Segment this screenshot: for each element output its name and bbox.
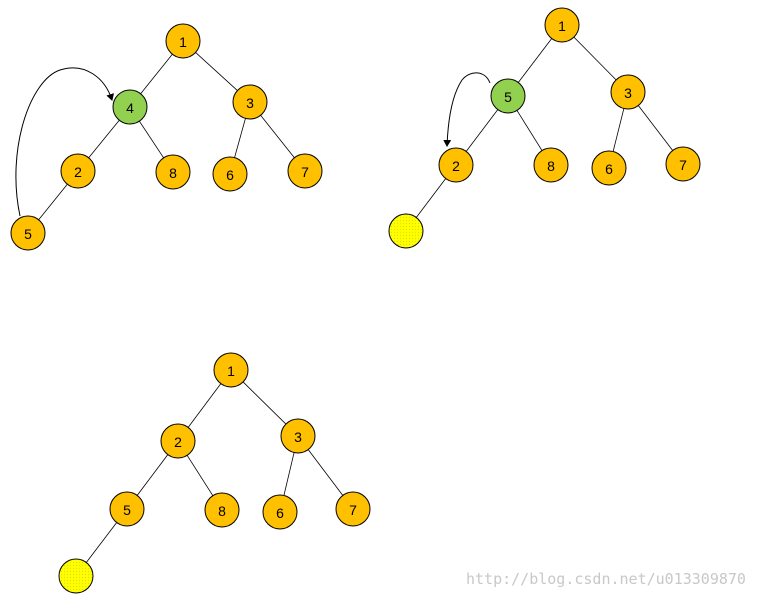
tree-3: 1 2 3 5 8 6 7 xyxy=(58,352,371,594)
node-label: 4 xyxy=(126,100,134,116)
node-circle xyxy=(335,491,371,527)
edge-n2-n8 xyxy=(186,455,214,496)
node-circle xyxy=(109,491,145,527)
node-circle xyxy=(155,154,191,190)
node-circle xyxy=(232,84,268,120)
node-circle xyxy=(160,423,196,459)
node-label: 8 xyxy=(218,503,226,519)
node-empty xyxy=(58,558,94,594)
edge-n3-n6 xyxy=(612,108,625,152)
edge-n4-n8 xyxy=(139,120,164,159)
node-circle xyxy=(665,146,701,182)
node-label: 8 xyxy=(547,158,555,174)
edge-n1-n2 xyxy=(187,383,222,428)
node-7: 7 xyxy=(335,491,371,527)
node-5: 5 xyxy=(10,215,46,251)
node-label: 7 xyxy=(301,164,309,180)
node-circle xyxy=(58,558,94,594)
node-label: 7 xyxy=(679,157,687,173)
edge-n2-n5 xyxy=(136,454,169,496)
node-3: 3 xyxy=(280,418,316,454)
node-label: 2 xyxy=(452,158,460,174)
node-8: 8 xyxy=(533,147,569,183)
node-label: 6 xyxy=(226,167,234,183)
node-3: 3 xyxy=(610,74,646,110)
node-label: 3 xyxy=(624,85,632,101)
node-label: 1 xyxy=(227,363,235,379)
node-circle xyxy=(212,156,248,192)
node-5: 5 xyxy=(109,491,145,527)
node-empty xyxy=(388,213,424,249)
edge-n3-n7 xyxy=(260,115,295,158)
edge-n3-n6 xyxy=(234,118,246,158)
node-label: 6 xyxy=(276,505,284,521)
edge-n1-n5 xyxy=(517,38,553,83)
node-label: 1 xyxy=(558,18,566,34)
edge-n1-n3 xyxy=(242,381,287,425)
edge-n1-n3 xyxy=(573,36,617,81)
node-1: 1 xyxy=(213,352,249,388)
node-circle xyxy=(60,153,96,189)
edge-n5-empty xyxy=(85,522,118,563)
node-8: 8 xyxy=(204,492,240,528)
node-label: 2 xyxy=(74,164,82,180)
node-circle xyxy=(287,153,323,189)
node-8: 8 xyxy=(155,154,191,190)
node-circle xyxy=(490,78,526,114)
arrow-n5-to-n4 xyxy=(15,67,114,217)
node-2: 2 xyxy=(438,147,474,183)
node-6: 6 xyxy=(591,150,627,186)
node-circle xyxy=(610,74,646,110)
node-label: 6 xyxy=(605,161,613,177)
node-circle xyxy=(204,492,240,528)
tree-2: 1 5 3 2 8 6 7 xyxy=(388,7,701,249)
node-circle xyxy=(280,418,316,454)
node-6: 6 xyxy=(212,156,248,192)
node-label: 8 xyxy=(169,165,177,181)
node-1: 1 xyxy=(165,23,201,59)
node-label: 7 xyxy=(349,502,357,518)
node-label: 2 xyxy=(174,434,182,450)
node-circle xyxy=(544,7,580,43)
node-circle xyxy=(388,213,424,249)
node-2: 2 xyxy=(160,423,196,459)
edge-n5-n8 xyxy=(516,110,543,151)
edge-n4-n2 xyxy=(88,119,120,159)
edge-n1-n4 xyxy=(140,54,173,94)
tree-1: 1 4 3 2 8 6 7 5 xyxy=(10,23,323,251)
node-label: 1 xyxy=(179,34,187,50)
edge-n3-n6 xyxy=(283,452,295,496)
node-label: 5 xyxy=(24,226,32,242)
node-label: 3 xyxy=(294,429,302,445)
node-circle xyxy=(112,89,148,125)
node-circle xyxy=(213,352,249,388)
edge-n1-n3 xyxy=(195,52,238,91)
edge-n5-n2 xyxy=(465,109,499,152)
node-5: 5 xyxy=(490,78,526,114)
node-2: 2 xyxy=(60,153,96,189)
node-7: 7 xyxy=(287,153,323,189)
node-circle xyxy=(533,147,569,183)
node-circle xyxy=(165,23,201,59)
node-circle xyxy=(10,215,46,251)
watermark-text: http://blog.csdn.net/u013309870 xyxy=(466,570,746,588)
node-6: 6 xyxy=(262,494,298,530)
arrow-n5-to-n2 xyxy=(443,72,491,147)
node-label: 5 xyxy=(504,89,512,105)
node-4: 4 xyxy=(112,89,148,125)
node-label: 3 xyxy=(246,95,254,111)
edge-n3-n7 xyxy=(307,449,344,496)
node-circle xyxy=(262,494,298,530)
edge-n2-n5 xyxy=(38,183,68,221)
node-1: 1 xyxy=(544,7,580,43)
edge-n3-n7 xyxy=(638,105,673,151)
edge-n2-empty xyxy=(415,178,447,218)
node-7: 7 xyxy=(665,146,701,182)
node-circle xyxy=(438,147,474,183)
node-3: 3 xyxy=(232,84,268,120)
node-circle xyxy=(591,150,627,186)
node-label: 5 xyxy=(123,502,131,518)
